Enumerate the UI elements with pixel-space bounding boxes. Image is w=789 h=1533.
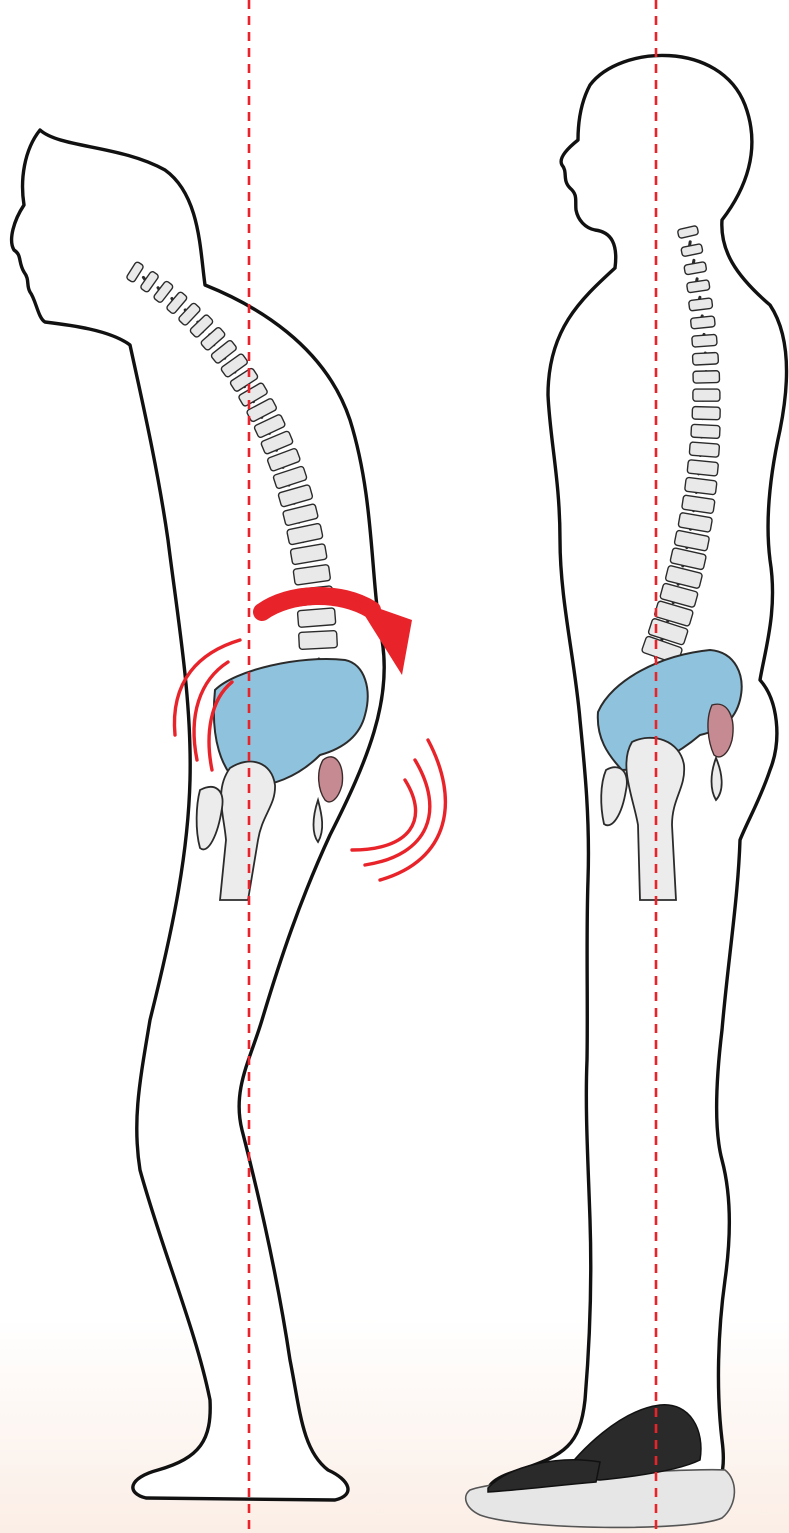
upright-vertebra: [690, 316, 715, 329]
upright-sacrum: [708, 704, 733, 757]
motion-lines-icon: [352, 740, 445, 880]
upright-vertebra: [689, 442, 719, 457]
upright-figure: [466, 55, 787, 1527]
upright-vertebra: [692, 352, 718, 365]
slouched-figure: [12, 130, 446, 1500]
upright-vertebra: [687, 460, 718, 476]
slouched-vertebra: [299, 631, 338, 650]
upright-vertebra: [693, 389, 720, 401]
slouched-vertebra: [297, 608, 335, 628]
upright-vertebra: [692, 334, 717, 347]
upright-vertebra: [685, 477, 717, 495]
upright-vertebra: [691, 424, 720, 438]
upright-vertebra: [693, 371, 720, 383]
upright-vertebra: [692, 407, 720, 420]
upright-vertebra: [689, 298, 713, 311]
